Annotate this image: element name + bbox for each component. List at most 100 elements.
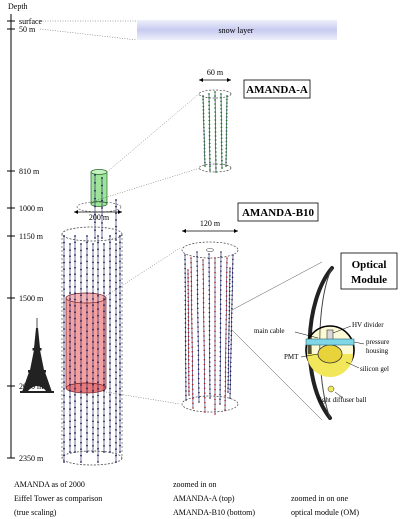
optical-module-dot (209, 388, 211, 390)
optical-module-dot (109, 235, 111, 237)
optical-module-dot (97, 248, 99, 251)
optical-module-dot (185, 399, 187, 401)
optical-module-dot (86, 241, 88, 244)
optical-module-dot (220, 119, 223, 121)
optical-module-dot (225, 144, 228, 146)
optical-module-dot (109, 298, 111, 301)
optical-module-dot (103, 396, 105, 398)
optical-module-dot (119, 266, 121, 269)
optical-module-dot (92, 243, 94, 245)
optical-module-dot (80, 429, 82, 431)
optical-module-dot (208, 127, 211, 130)
optical-module-dot (97, 354, 99, 357)
optical-module-dot (208, 316, 211, 318)
optical-module-dot (187, 300, 190, 303)
optical-module-dot (92, 304, 94, 307)
optical-module-dot (103, 255, 105, 258)
optical-module-dot (115, 300, 117, 303)
optical-module-dot (63, 314, 65, 317)
optical-module-dot (227, 371, 230, 374)
optical-module-dot (208, 112, 211, 114)
main-detector-strings (63, 174, 121, 463)
optical-module-dot (219, 303, 222, 306)
optical-module-dot (219, 374, 221, 377)
optical-module-dot (197, 368, 200, 370)
optical-module-dot (187, 319, 190, 322)
optical-module-dot (225, 154, 228, 157)
optical-module-dot (97, 348, 99, 350)
optical-module-dot (187, 343, 190, 346)
optical-module-dot (86, 279, 88, 282)
optical-module-dot (225, 109, 228, 111)
caption-col1-line3: (true scaling) (14, 508, 57, 517)
optical-module-dot (80, 307, 82, 310)
optical-module-dot (224, 371, 227, 373)
optical-module-dot (115, 352, 117, 354)
optical-module-dot (63, 461, 65, 463)
optical-module-dot (203, 154, 206, 157)
optical-module-dot (74, 387, 76, 390)
optical-module-dot (228, 290, 231, 293)
optical-module-dot (226, 271, 228, 274)
optical-module-dot (214, 147, 217, 149)
optical-module-dot (109, 254, 111, 256)
optical-module-dot (86, 412, 88, 415)
optical-module-dot (202, 301, 205, 304)
optical-module-dot (198, 396, 200, 399)
optical-module-dot (225, 105, 228, 108)
optical-module-dot (74, 432, 76, 434)
optical-module-dot (69, 267, 71, 270)
optical-module-dot (220, 122, 223, 125)
optical-module-dot (97, 288, 99, 291)
depth-tick-label: 50 m (19, 25, 36, 34)
optical-module-dot (208, 104, 211, 107)
optical-module-dot (208, 253, 210, 255)
optical-module-dot (196, 255, 198, 258)
optical-module-dot (80, 461, 82, 463)
optical-module-dot (63, 235, 65, 237)
optical-module-dot (74, 343, 76, 345)
optical-module-dot (92, 340, 94, 343)
optical-module-dot (109, 444, 111, 447)
optical-module-dot (226, 257, 228, 259)
optical-module-dot (184, 322, 187, 324)
optical-module-dot (230, 348, 232, 350)
optical-module-dot (74, 349, 76, 352)
optical-module-dot (103, 334, 105, 337)
optical-module-dot (196, 288, 199, 291)
optical-module-dot (63, 374, 65, 377)
optical-module-dot (203, 130, 205, 132)
optical-module-dot (197, 377, 200, 380)
optical-module-dot (214, 127, 217, 129)
optical-module-dot (184, 281, 186, 283)
optical-module-dot (197, 321, 199, 324)
optical-module-dot (196, 260, 198, 263)
optical-module-dot (74, 406, 76, 409)
optical-module-dot (197, 340, 199, 342)
optical-module-dot (204, 396, 206, 399)
optical-module-dot (202, 263, 204, 266)
optical-module-dot (209, 392, 211, 395)
optical-module-dot (184, 290, 187, 293)
optical-module-dot (69, 322, 71, 325)
optical-module-dot (220, 96, 222, 99)
optical-module-dot (101, 222, 103, 224)
optical-module-dot (119, 387, 121, 390)
optical-module-dot (80, 409, 82, 412)
optical-module-dot (63, 381, 65, 384)
optical-module-dot (74, 298, 76, 301)
optical-module-dot (86, 419, 88, 422)
optical-module-dot (86, 349, 88, 352)
optical-module-dot (209, 374, 211, 377)
optical-module-dot (197, 359, 200, 361)
optical-module-dot (119, 235, 121, 237)
optical-module-dot (224, 352, 227, 354)
optical-module-dot (74, 362, 76, 364)
amanda-b10-width-label: 120 m (200, 219, 221, 228)
optical-module-dot (74, 247, 76, 250)
optical-module-dot (109, 241, 111, 244)
optical-module-dot (86, 438, 88, 441)
optical-module-dot (196, 298, 199, 300)
optical-module-dot (86, 355, 88, 358)
optical-module-dot (109, 432, 111, 434)
